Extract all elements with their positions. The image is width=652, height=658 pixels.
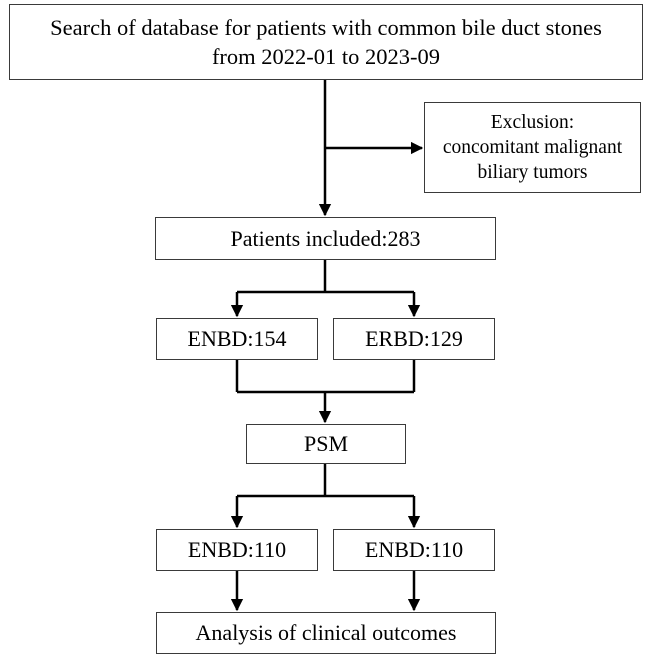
matched-group-left-box: ENBD:110 [156,529,318,571]
erbd-group-before-box: ERBD:129 [333,318,495,360]
patients-included-box: Patients included:283 [155,217,496,260]
search-criteria-line-1: Search of database for patients with com… [50,15,602,40]
psm-box: PSM [246,424,406,464]
matched-group-right-box: ENBD:110 [333,529,495,571]
matched-group-right-label: ENBD:110 [364,537,464,562]
clinical-outcomes-box: Analysis of clinical outcomes [156,612,496,654]
clinical-outcomes-label: Analysis of clinical outcomes [195,620,457,645]
enbd-group-before-label: ENBD:154 [187,326,287,351]
exclusion-line-2: concomitant malignant [442,137,623,158]
matched-group-left-label: ENBD:110 [187,537,287,562]
patients-included-label: Patients included:283 [230,225,421,251]
exclusion-line-1: Exclusion: [490,112,575,133]
search-criteria-line-2: from 2022-01 to 2023-09 [211,44,441,69]
exclusion-box: Exclusion: concomitant malignant biliary… [424,102,641,193]
search-criteria-box: Search of database for patients with com… [9,4,643,80]
psm-label: PSM [303,431,349,456]
erbd-group-before-label: ERBD:129 [365,326,463,351]
exclusion-line-3: biliary tumors [477,162,588,183]
enbd-group-before-box: ENBD:154 [156,318,318,360]
